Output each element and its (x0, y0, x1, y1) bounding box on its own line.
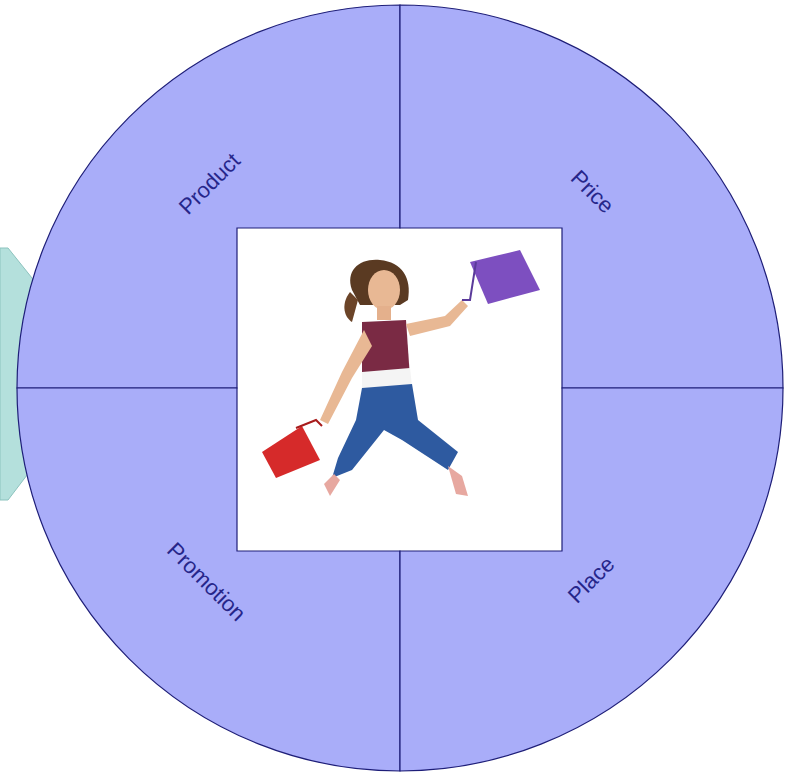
quadrant-segment: Price (400, 5, 783, 388)
photo-frame (237, 228, 562, 551)
quadrant-segment: Promotion (17, 388, 400, 771)
quadrant-segment: Place (400, 388, 783, 771)
quadrant-fill (400, 388, 783, 771)
quadrant-fill (17, 388, 400, 771)
quadrant-segment: Product (17, 5, 400, 388)
quadrant-fill (17, 5, 400, 388)
quadrant-fill (400, 5, 783, 388)
shopper-photo (262, 250, 540, 496)
